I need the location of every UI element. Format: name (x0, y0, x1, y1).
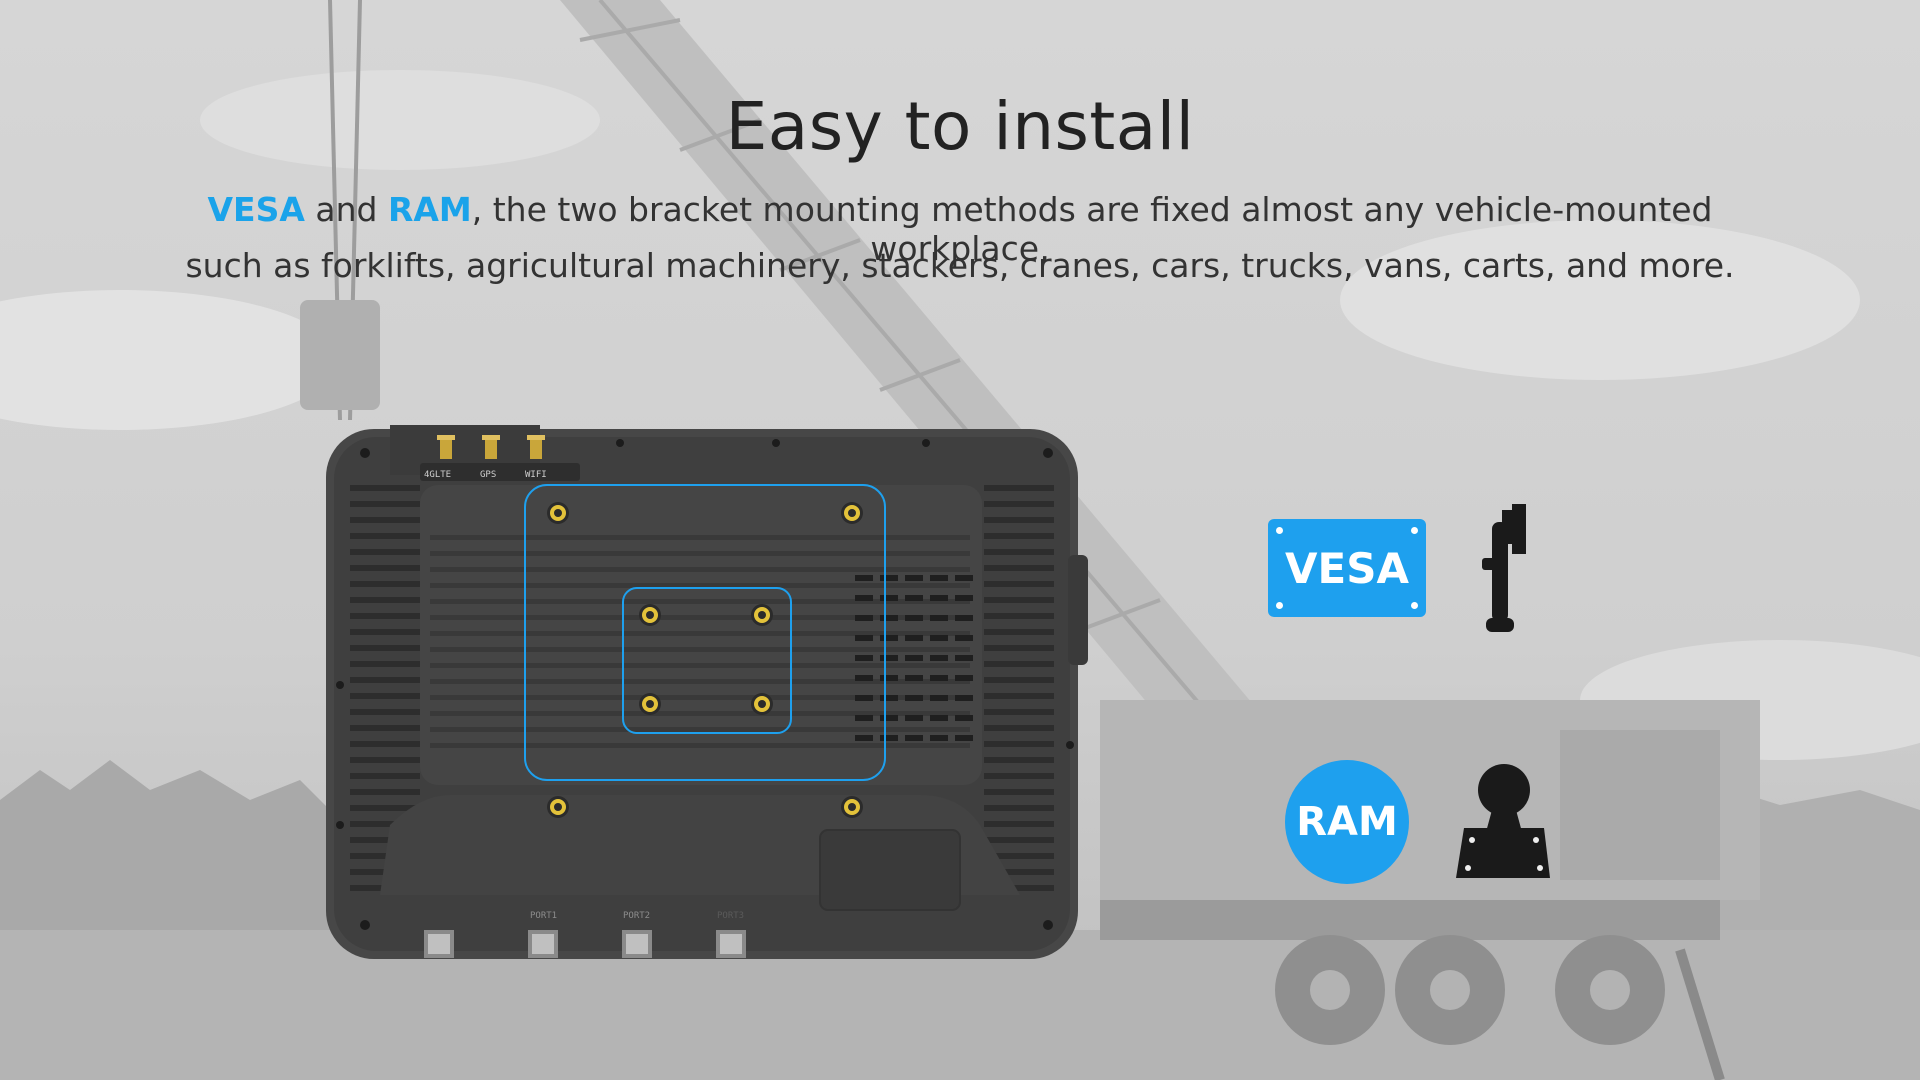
tablet-back-panel: 4GLTE GPS WIFI PORT1 PORT2 PORT3 (326, 425, 1088, 959)
port-label-3: PORT3 (717, 911, 744, 921)
antenna-label-wifi: WIFI (525, 470, 547, 480)
description-and: and (304, 190, 388, 229)
vesa-badge-label: VESA (1285, 543, 1409, 593)
ram-ball-mount-icon (1456, 764, 1550, 878)
vesa-badge-dot (1276, 602, 1283, 609)
vesa-highlight: VESA (207, 190, 305, 229)
description-line-2: such as forklifts, agricultural machiner… (185, 246, 1735, 285)
port-label-2: PORT2 (623, 911, 650, 921)
port-label-1: PORT1 (530, 911, 557, 921)
antenna-label-gps: GPS (480, 470, 496, 480)
ram-badge: RAM (1285, 760, 1409, 884)
ram-highlight: RAM (387, 190, 472, 229)
vesa-badge-dot (1276, 527, 1283, 534)
page-title: Easy to install (725, 88, 1195, 165)
description-line-1-rest: , the two bracket mounting methods are f… (471, 190, 1713, 268)
vesa-badge: VESA (1268, 519, 1426, 617)
ram-badge-label: RAM (1296, 799, 1398, 845)
vesa-bracket-icon (1482, 504, 1526, 632)
vesa-badge-dot (1411, 602, 1418, 609)
vesa-badge-dot (1411, 527, 1418, 534)
description-line-1: VESA and RAM, the two bracket mounting m… (160, 190, 1760, 268)
antenna-label-4glte: 4GLTE (424, 470, 451, 480)
